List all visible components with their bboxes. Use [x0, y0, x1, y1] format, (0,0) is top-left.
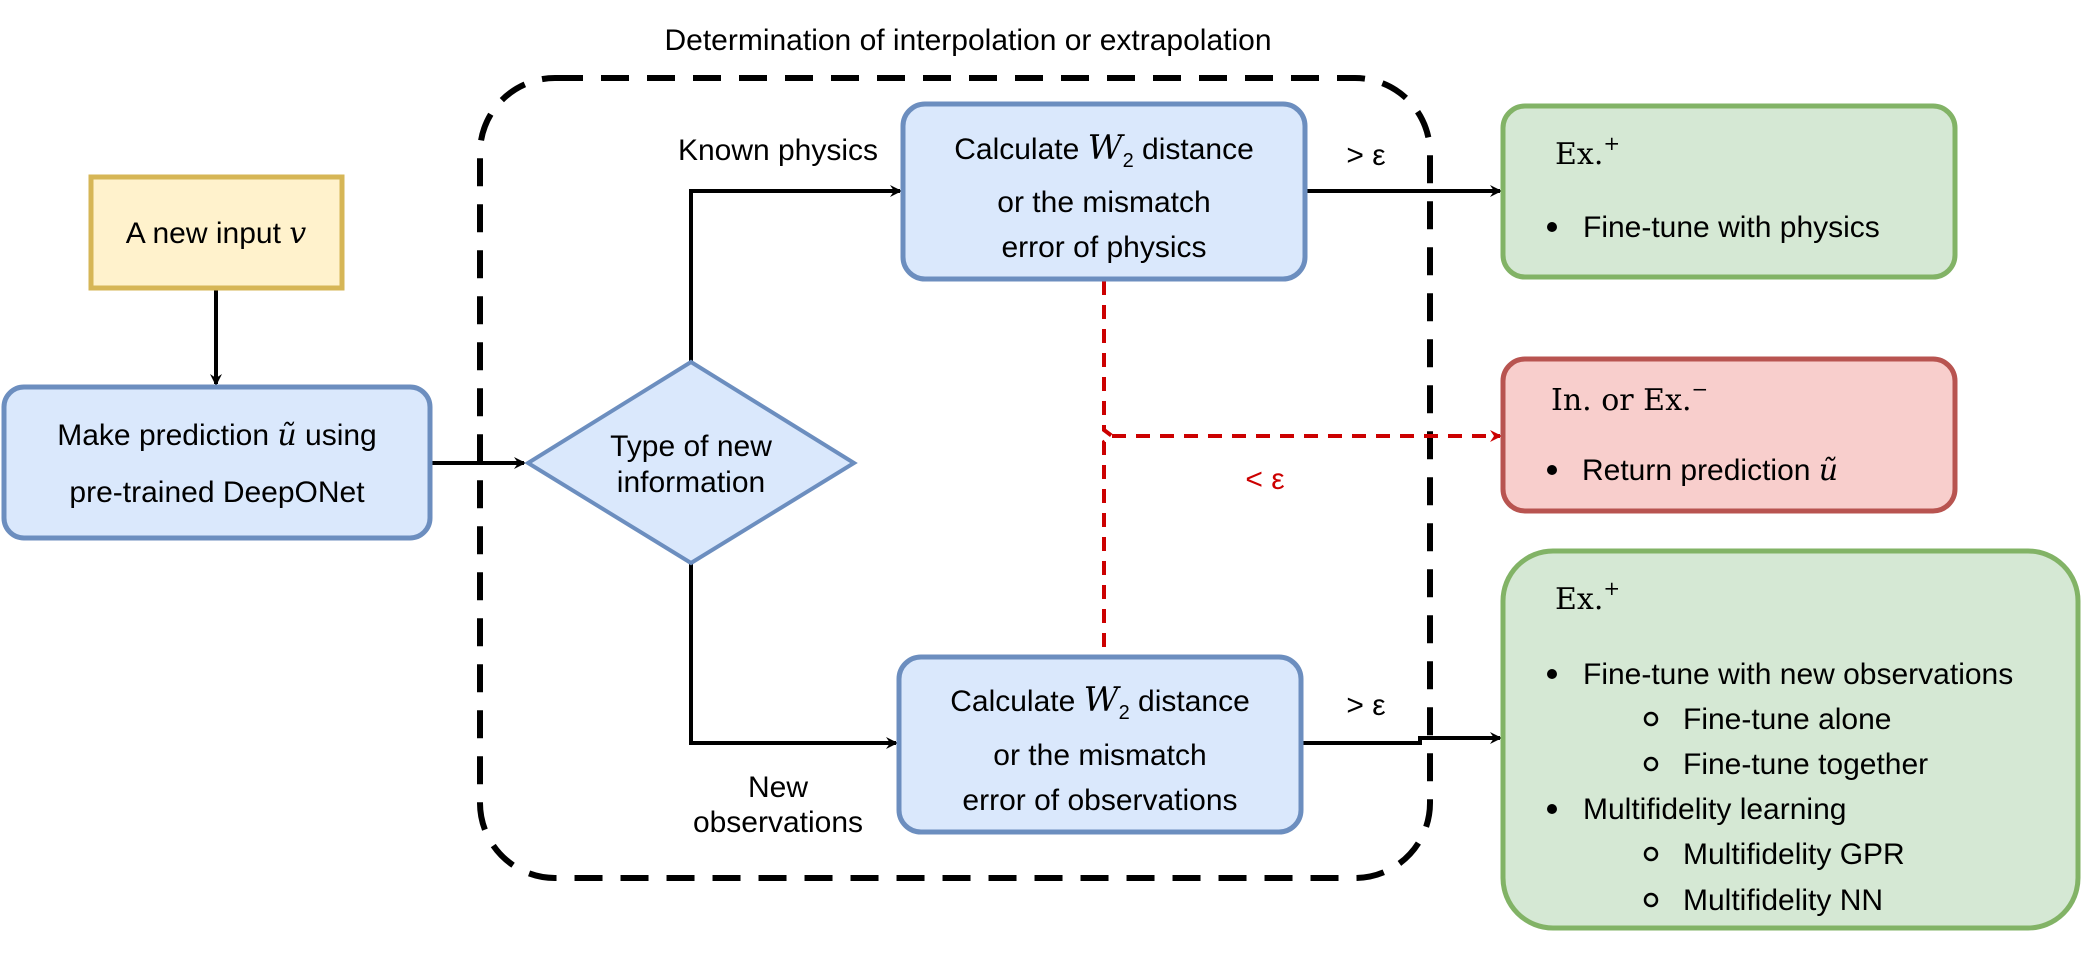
bullet-icon [1547, 669, 1557, 679]
w-variable: W [1084, 680, 1122, 720]
calc-physics-prefix: Calculate [954, 133, 1087, 166]
calc-physics-line2: or the mismatch [997, 186, 1210, 219]
sub-bullet-icon [1643, 846, 1659, 862]
bullet-icon [1547, 222, 1557, 232]
calc-obs-line3: error of observations [962, 784, 1237, 817]
outcome-obs-group2: Multifidelity learning [1583, 793, 1846, 826]
make-prediction-line1: Make prediction [57, 419, 277, 452]
outcome-obs-group1: Fine-tune with new observations [1583, 658, 2013, 691]
outcome-obs-group1-sub1: Fine-tune alone [1683, 703, 1891, 736]
make-prediction-node: Make prediction ũ using pre-trained Deep… [1, 384, 433, 541]
outcome-physics: Ex.+ Fine-tune with physics [1500, 103, 1958, 280]
outcome-return-item: Return prediction [1582, 454, 1819, 487]
label-gt-epsilon-top: > ε [1346, 139, 1385, 172]
svg-text:Calculate W2 distance: Calculate W2 distance [954, 128, 1254, 172]
bullet-icon [1547, 804, 1557, 814]
edge-decision-to-physics [689, 185, 902, 362]
calc-observations-node: Calculate W2 distance or the mismatch er… [896, 654, 1304, 835]
return-variable: ũ [1819, 453, 1838, 488]
determination-region [477, 75, 1433, 881]
outcome-obs-heading: Ex. [1555, 582, 1603, 617]
outcome-physics-heading: Ex. [1555, 137, 1603, 172]
decision-node: Type of new information [524, 359, 858, 566]
label-lt-epsilon: < ε [1245, 463, 1284, 496]
calc-physics-line3: error of physics [1001, 231, 1206, 264]
calc-obs-prefix: Calculate [950, 685, 1083, 718]
outcome-obs-group1-sub2: Fine-tune together [1683, 748, 1928, 781]
input-variable: v [289, 216, 306, 251]
decision-line2: information [617, 466, 765, 499]
label-gt-epsilon-bottom: > ε [1346, 689, 1385, 722]
label-new-observations-1: New [748, 771, 808, 804]
sub-bullet-icon [1643, 892, 1659, 908]
svg-text:In. or Ex.−: In. or Ex.− [1551, 377, 1708, 418]
new-input-node: A new input v [88, 174, 345, 291]
svg-text:Calculate W2 distance: Calculate W2 distance [950, 680, 1250, 724]
edge-observations-to-outcome [1301, 732, 1502, 745]
svg-text:A new input v: A new input v [126, 216, 306, 251]
outcome-obs-group2-sub1: Multifidelity GPR [1683, 838, 1905, 871]
outcome-physics-sup: + [1603, 131, 1620, 155]
outcome-return: In. or Ex.− Return prediction ũ [1500, 356, 1958, 514]
svg-text:Return prediction ũ: Return prediction ũ [1582, 453, 1838, 488]
label-new-observations-2: observations [693, 806, 863, 839]
decision-line1: Type of new [610, 430, 772, 463]
calc-obs-suffix: distance [1130, 685, 1250, 718]
bullet-icon [1547, 465, 1557, 475]
svg-text:Make prediction ũ using: Make prediction ũ using [57, 418, 377, 453]
w-variable: W [1088, 128, 1126, 168]
svg-text:Ex.+: Ex.+ [1555, 131, 1620, 172]
w-subscript: 2 [1123, 150, 1134, 172]
prediction-variable: ũ [277, 418, 296, 453]
make-prediction-line2: pre-trained DeepONet [69, 476, 365, 509]
edge-decision-to-observations [689, 563, 898, 749]
sub-bullet-icon [1643, 711, 1659, 727]
outcome-obs-sup: + [1603, 576, 1620, 600]
diagram-title: Determination of interpolation or extrap… [664, 24, 1271, 57]
calc-physics-suffix: distance [1134, 133, 1254, 166]
edge-lt-epsilon [1102, 281, 1500, 655]
sub-bullet-icon [1643, 756, 1659, 772]
outcome-return-sup: − [1692, 377, 1709, 401]
svg-text:Ex.+: Ex.+ [1555, 576, 1620, 617]
make-prediction-line1-suffix: using [297, 419, 377, 452]
outcome-physics-item: Fine-tune with physics [1583, 211, 1880, 244]
outcome-obs-group2-sub2: Multifidelity NN [1683, 884, 1883, 917]
outcome-observations: Ex.+ Fine-tune with new observations Fin… [1500, 548, 2081, 931]
label-known-physics: Known physics [678, 134, 878, 167]
new-input-label: A new input [126, 217, 289, 250]
calc-obs-line2: or the mismatch [993, 739, 1206, 772]
calc-physics-node: Calculate W2 distance or the mismatch er… [900, 101, 1308, 282]
outcome-return-heading: In. or Ex. [1551, 383, 1692, 418]
w-subscript: 2 [1119, 702, 1130, 724]
